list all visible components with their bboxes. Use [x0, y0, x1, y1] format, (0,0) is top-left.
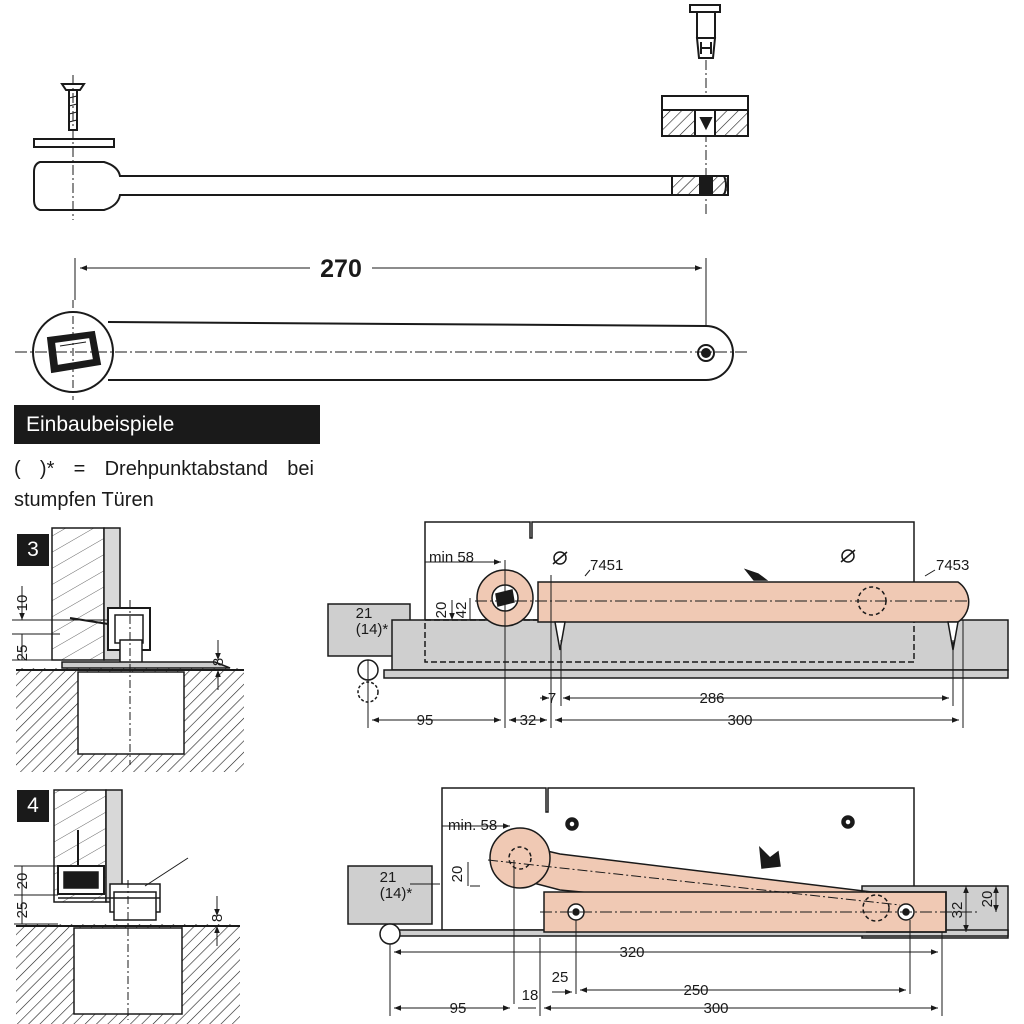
note-text: ( )* = Drehpunktabstand bei stumpfen Tür… [14, 454, 314, 516]
fig4-top-view [347, 787, 1009, 1016]
figure-4-badge: 4 [17, 790, 49, 822]
fig4-dim-32: 32 [949, 902, 966, 919]
fig3-dim-20: 20 [433, 602, 450, 619]
fig3-dim-42: 42 [453, 602, 470, 619]
fig3-side-25: 25 [14, 645, 31, 662]
fig3-side-10: 10 [14, 595, 31, 612]
figure-3-badge: 3 [17, 534, 49, 566]
fig4-dim-250: 250 [683, 982, 708, 999]
fig3-side-8: 8 [210, 658, 227, 666]
fig4-dim-20: 20 [449, 866, 466, 883]
arm-side-view [33, 4, 749, 220]
note-line-1: ( )* = Drehpunktabstand bei [14, 458, 314, 480]
pin-icon [689, 4, 721, 59]
square-socket-icon [46, 330, 102, 374]
fig3-min58: min 58 [429, 549, 474, 566]
fig4-side-20: 20 [14, 873, 31, 890]
fig4-dim-21: 21 [380, 869, 397, 886]
fig4-dim-14: (14)* [380, 885, 413, 902]
dim-270: 270 [320, 255, 362, 283]
fig3-dim-21: 21 [356, 605, 373, 622]
fig4-side-section [14, 789, 240, 1024]
fig4-dim-300: 300 [703, 1000, 728, 1017]
fig4-dim-18: 18 [522, 987, 539, 1004]
fig3-top-view [327, 521, 1009, 728]
fig3-dim-14: (14)* [356, 621, 389, 638]
fig4-side-25: 25 [14, 902, 31, 919]
arm-top-view [15, 258, 750, 400]
fig3-dim-95: 95 [417, 712, 434, 729]
fig4-dim-25: 25 [552, 969, 569, 986]
fig3-dim-286: 286 [699, 690, 724, 707]
fig4-dim-20-right: 20 [979, 891, 996, 908]
fig4-min58: min. 58 [448, 817, 497, 834]
fig3-side-section [12, 527, 244, 772]
fig4-dim-320: 320 [619, 944, 644, 961]
fig3-ref-7453: 7453 [936, 557, 969, 574]
fig3-dim-7: 7 [548, 690, 556, 707]
fig4-dim-95: 95 [450, 1000, 467, 1017]
note-line-2: stumpfen Türen [14, 489, 154, 511]
fig3-ref-7451: 7451 [590, 557, 623, 574]
fig3-dim-32: 32 [520, 712, 537, 729]
fig4-side-8: 8 [209, 914, 226, 922]
fig3-dim-300: 300 [727, 712, 752, 729]
section-title: Einbaubeispiele [14, 405, 320, 444]
